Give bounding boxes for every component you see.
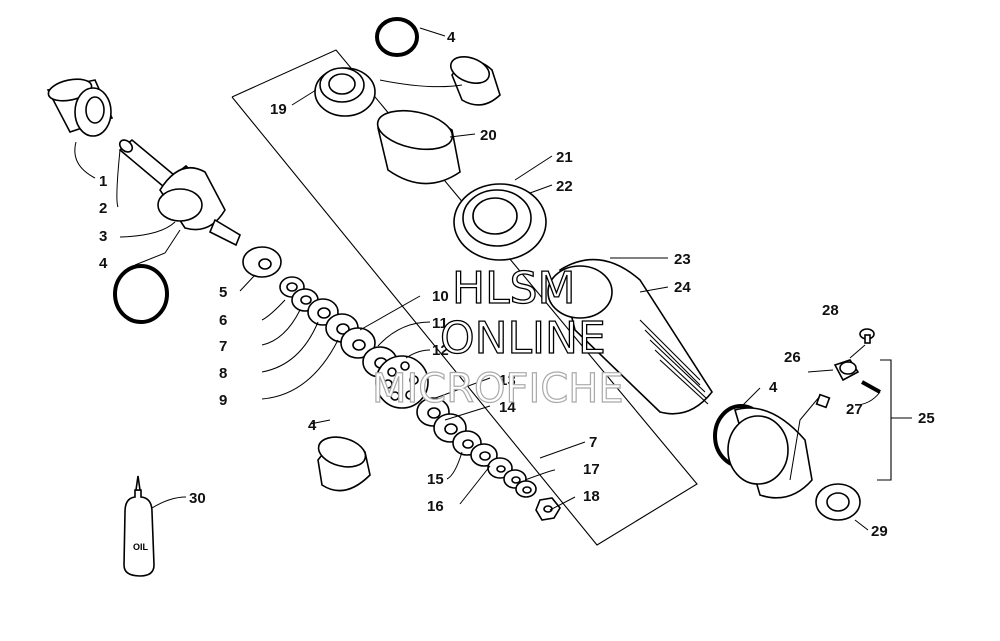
oil-bottle-label: OIL [133, 542, 149, 552]
watermark-line-1: HLSM [452, 263, 576, 314]
part-4-ring-top [449, 56, 501, 106]
part-29-bushing [815, 483, 861, 521]
bracket-25 [877, 359, 892, 481]
callout-14: 14 [499, 399, 516, 416]
part-4-oring-left [113, 264, 169, 324]
callout-2: 2 [99, 200, 107, 217]
callout-numbers: 1 2 3 4 5 6 7 8 9 10 11 12 13 14 4 15 16… [99, 29, 935, 540]
callout-1: 1 [99, 173, 107, 190]
leader-lines [74, 27, 912, 531]
part-20-sleeve [376, 109, 461, 185]
callout-6: 6 [219, 312, 227, 329]
part-23-24-body [547, 258, 713, 415]
callout-12: 12 [432, 342, 449, 359]
part-19-seal-head [314, 67, 376, 117]
callout-26: 26 [784, 349, 801, 366]
callout-4-left: 4 [99, 255, 108, 272]
part-1-bushing [46, 78, 114, 137]
callout-30: 30 [189, 490, 206, 507]
callout-4-top: 4 [447, 29, 456, 46]
valve-stack [242, 246, 561, 521]
callout-11: 11 [432, 315, 448, 332]
callout-16: 16 [427, 498, 444, 515]
part-26-valve [815, 359, 860, 409]
assembly-bracket [231, 49, 698, 546]
callout-29: 29 [871, 523, 888, 540]
callout-20: 20 [480, 127, 497, 144]
callout-5: 5 [219, 284, 227, 301]
callout-4-bottom: 4 [308, 417, 317, 434]
part-30-oil-bottle [123, 475, 155, 577]
callout-18: 18 [583, 488, 600, 505]
callout-10: 10 [432, 288, 449, 305]
part-4-ring-bottom [317, 436, 371, 492]
callout-3: 3 [99, 228, 107, 245]
callout-22: 22 [556, 178, 573, 195]
callout-19: 19 [270, 101, 287, 118]
watermark-line-3: MICROFICHE [372, 366, 624, 412]
part-28-screw [859, 328, 875, 344]
callout-27: 27 [846, 401, 863, 418]
callout-21: 21 [556, 149, 573, 166]
part-27-oring [861, 380, 881, 394]
callout-13: 13 [499, 372, 516, 389]
callout-7-left: 7 [219, 338, 227, 355]
part-21-22-nuts [453, 183, 547, 261]
callout-28: 28 [822, 302, 839, 319]
callout-25: 25 [918, 410, 935, 427]
part-4-oring-top [375, 17, 419, 57]
callout-7-right: 7 [589, 434, 597, 451]
watermark-line-2: ONLINE [440, 313, 606, 364]
callout-4-right: 4 [769, 379, 778, 396]
callout-17: 17 [583, 461, 600, 478]
callout-9: 9 [219, 392, 227, 409]
callout-23: 23 [674, 251, 691, 268]
callout-24: 24 [674, 279, 691, 296]
part-3-body [157, 167, 241, 247]
watermark: HLSM ONLINE MICROFICHE [371, 262, 624, 412]
reservoir-end [727, 407, 813, 499]
callout-15: 15 [427, 471, 444, 488]
callout-8: 8 [219, 365, 227, 382]
